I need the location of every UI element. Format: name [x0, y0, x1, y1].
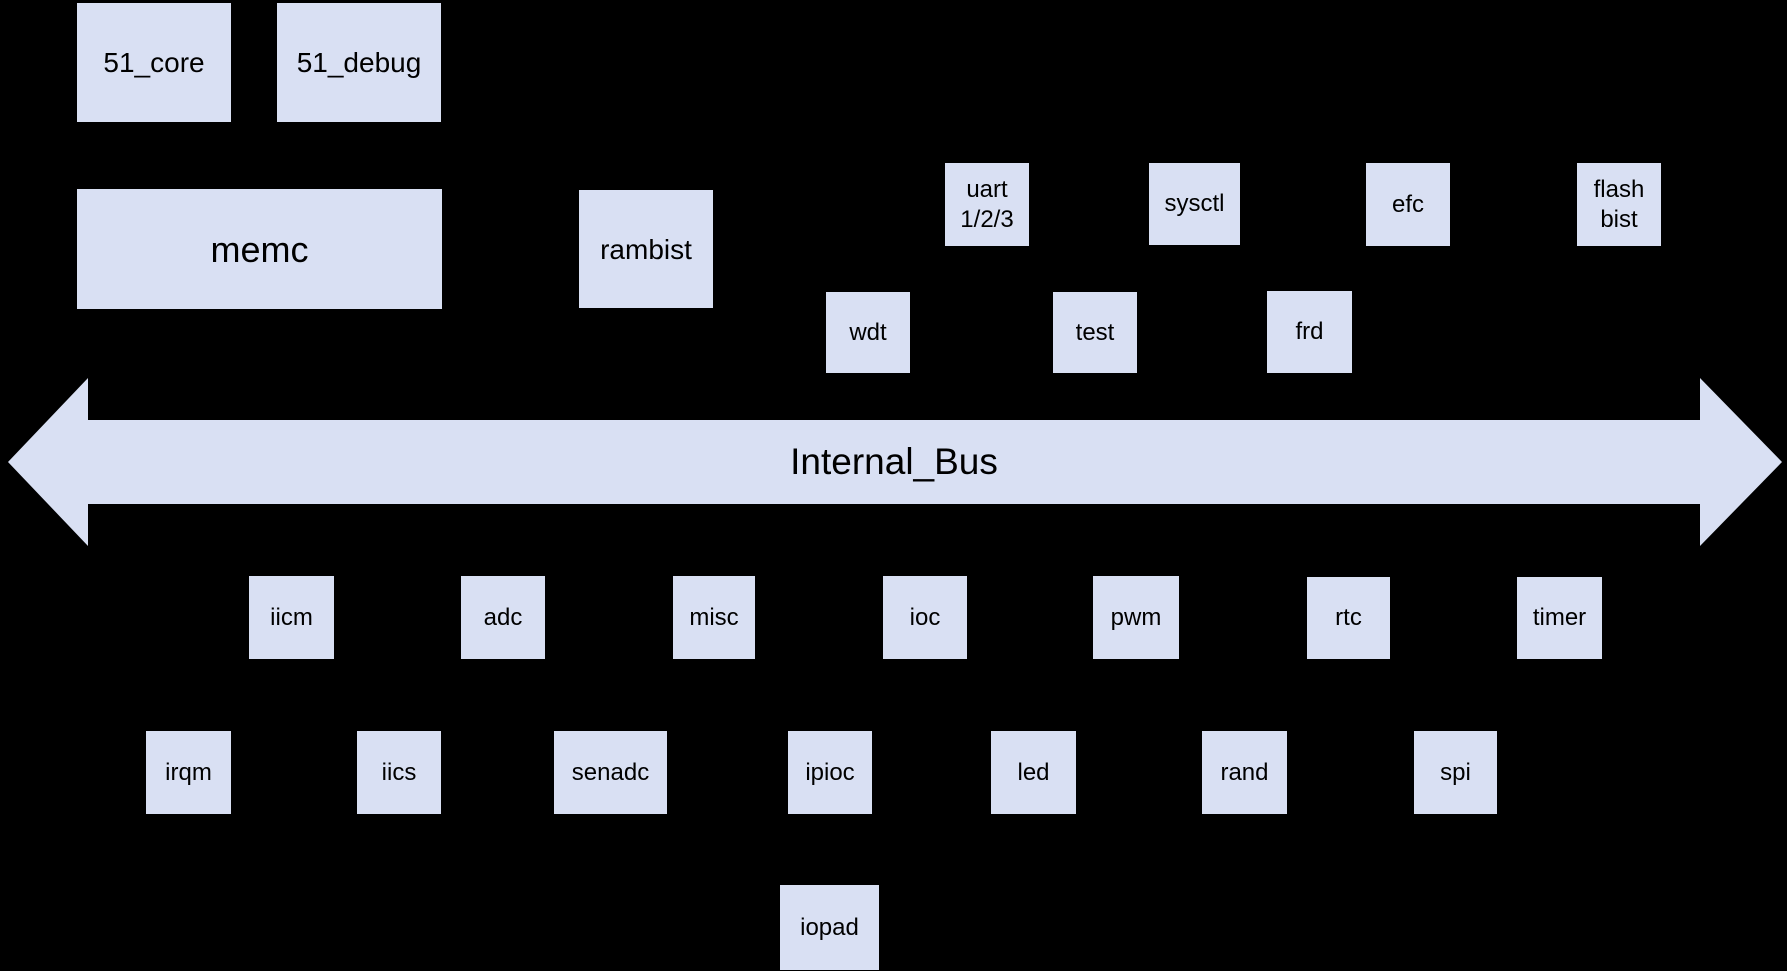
node-51-debug: 51_debug — [277, 3, 441, 122]
node-rand: rand — [1202, 731, 1287, 814]
node-spi: spi — [1414, 731, 1497, 814]
node-ipioc: ipioc — [788, 731, 872, 814]
node-flash-bist: flash bist — [1577, 163, 1661, 246]
node-led: led — [991, 731, 1076, 814]
node-wdt: wdt — [826, 292, 910, 373]
node-senadc: senadc — [554, 731, 667, 814]
node-test: test — [1053, 292, 1137, 373]
node-efc: efc — [1366, 163, 1450, 246]
internal-bus-arrow-shape — [8, 378, 1782, 546]
node-rtc: rtc — [1307, 577, 1390, 659]
node-memc: memc — [77, 189, 442, 309]
node-pwm: pwm — [1093, 576, 1179, 659]
node-misc: misc — [673, 576, 755, 659]
node-iopad: iopad — [780, 885, 879, 970]
node-uart-1-2-3: uart 1/2/3 — [945, 163, 1029, 246]
node-51-core: 51_core — [77, 3, 231, 122]
node-iicm: iicm — [249, 576, 334, 659]
node-ioc: ioc — [883, 576, 967, 659]
node-rambist: rambist — [579, 190, 713, 308]
node-iics: iics — [357, 731, 441, 814]
node-timer: timer — [1517, 577, 1602, 659]
node-adc: adc — [461, 576, 545, 659]
node-irqm: irqm — [146, 731, 231, 814]
node-sysctl: sysctl — [1149, 163, 1240, 245]
internal-bus-label: Internal_Bus — [790, 440, 998, 482]
node-frd: frd — [1267, 291, 1352, 373]
